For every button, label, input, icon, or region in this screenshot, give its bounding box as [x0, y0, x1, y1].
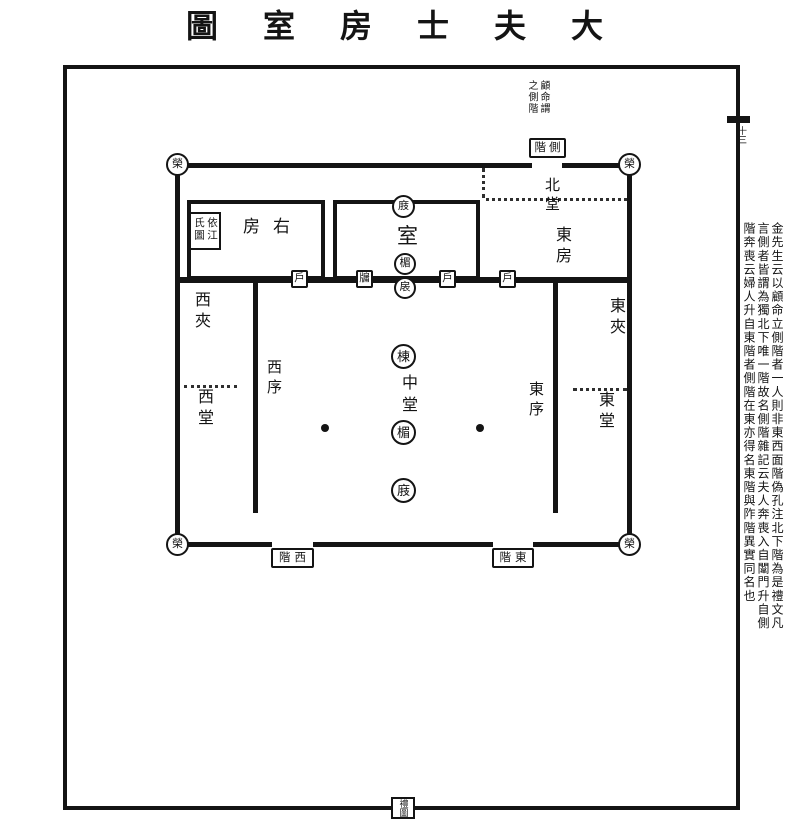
west-side-room-label: 西夾 — [192, 291, 209, 333]
building-outline — [175, 163, 632, 547]
north-stair-gap — [532, 161, 562, 171]
west-room-source-note-text: 依江氏圖 — [193, 217, 217, 242]
corner-eave-mark-nw: 榮 — [166, 153, 189, 176]
chamber-door-text: 戶 — [442, 273, 453, 285]
page-title: 圖室房士夫大 — [186, 8, 649, 44]
east-hall-label: 東堂 — [596, 391, 613, 433]
margin-tab — [727, 116, 750, 123]
west-stairs-label: 階西 — [271, 548, 314, 568]
middle-hall-label: 中堂 — [399, 374, 416, 418]
west-room-door-text: 戶 — [294, 273, 305, 285]
rear-lintel-text: 楣 — [399, 257, 411, 270]
corner-eave-mark-se: 榮 — [618, 533, 641, 556]
screen-text: 扆 — [399, 281, 411, 294]
corner-eave-mark-se-text: 榮 — [624, 537, 635, 550]
west-hall-dotted-boundary — [184, 385, 237, 388]
east-room-label: 東房 — [553, 226, 570, 268]
east-room-door-text: 戶 — [502, 273, 513, 285]
west-room-source-note: 依江氏圖 — [189, 212, 221, 250]
east-partition-label: 東序 — [527, 381, 543, 421]
west-hall-label: 西堂 — [195, 388, 212, 430]
north-hall-dotted-boundary — [486, 198, 627, 201]
side-stairs-label-text: 階側 — [534, 141, 564, 154]
north-hall-dotted-west-edge — [482, 168, 485, 198]
front-eave-text: 庪 — [396, 482, 410, 498]
side-stairs-annotation: 顧命謂之側階 — [526, 80, 549, 115]
side-stairs-label: 階側 — [529, 138, 566, 158]
margin-tab-label: 十三 — [737, 126, 747, 144]
east-stairs-label: 階東 — [492, 548, 534, 568]
corner-eave-mark-ne: 榮 — [618, 153, 641, 176]
east-side-room-label: 東夾 — [607, 297, 624, 339]
west-stairs-text: 階西 — [279, 551, 310, 564]
front-lintel-mark: 楣 — [391, 420, 416, 445]
colophon-text: 禮圖 — [398, 798, 409, 817]
east-stairs-text: 階東 — [499, 551, 531, 564]
corner-eave-mark-sw: 榮 — [166, 533, 189, 556]
screen-mark: 扆 — [394, 277, 416, 299]
west-partition-label: 西序 — [265, 359, 281, 399]
front-eave-mark: 庪 — [391, 478, 416, 503]
margin-commentary: 金先生云以顧命立側階者一人則非東西面階偽孔注北下階為是禮文凡言側者皆謂為獨北下唯… — [742, 222, 784, 630]
front-lintel-text: 楣 — [396, 424, 410, 440]
corner-eave-mark-sw-text: 榮 — [172, 537, 183, 550]
corner-eave-mark-ne-text: 榮 — [624, 157, 635, 170]
east-room-door-mark: 戶 — [499, 270, 516, 288]
chamber-window-text: 牖 — [359, 273, 370, 285]
corner-eave-mark-nw-text: 榮 — [172, 157, 183, 170]
chamber-door-mark: 戶 — [439, 270, 456, 288]
east-pillar-dot — [476, 424, 484, 432]
east-hall-dotted-boundary — [573, 388, 627, 391]
colophon-box: 禮圖 — [391, 797, 415, 819]
rear-lintel-mark: 楣 — [394, 253, 416, 275]
east-stair-gap — [493, 540, 533, 551]
west-stair-gap — [272, 540, 313, 551]
west-room-door-mark: 戶 — [291, 270, 308, 288]
west-pillar-dot — [321, 424, 329, 432]
rear-eave-text: 庪 — [398, 199, 409, 212]
chamber-label: 室 — [397, 224, 418, 248]
west-partition-wall — [253, 283, 258, 513]
rear-eave-mark: 庪 — [392, 195, 415, 218]
ridge-mark: 棟 — [391, 344, 416, 369]
north-hall-label: 北堂 — [543, 177, 559, 215]
east-partition-wall — [553, 283, 558, 513]
chamber-window-mark: 牖 — [356, 270, 373, 288]
west-room-label: 房右 — [243, 217, 303, 236]
ridge-text: 棟 — [396, 348, 410, 364]
